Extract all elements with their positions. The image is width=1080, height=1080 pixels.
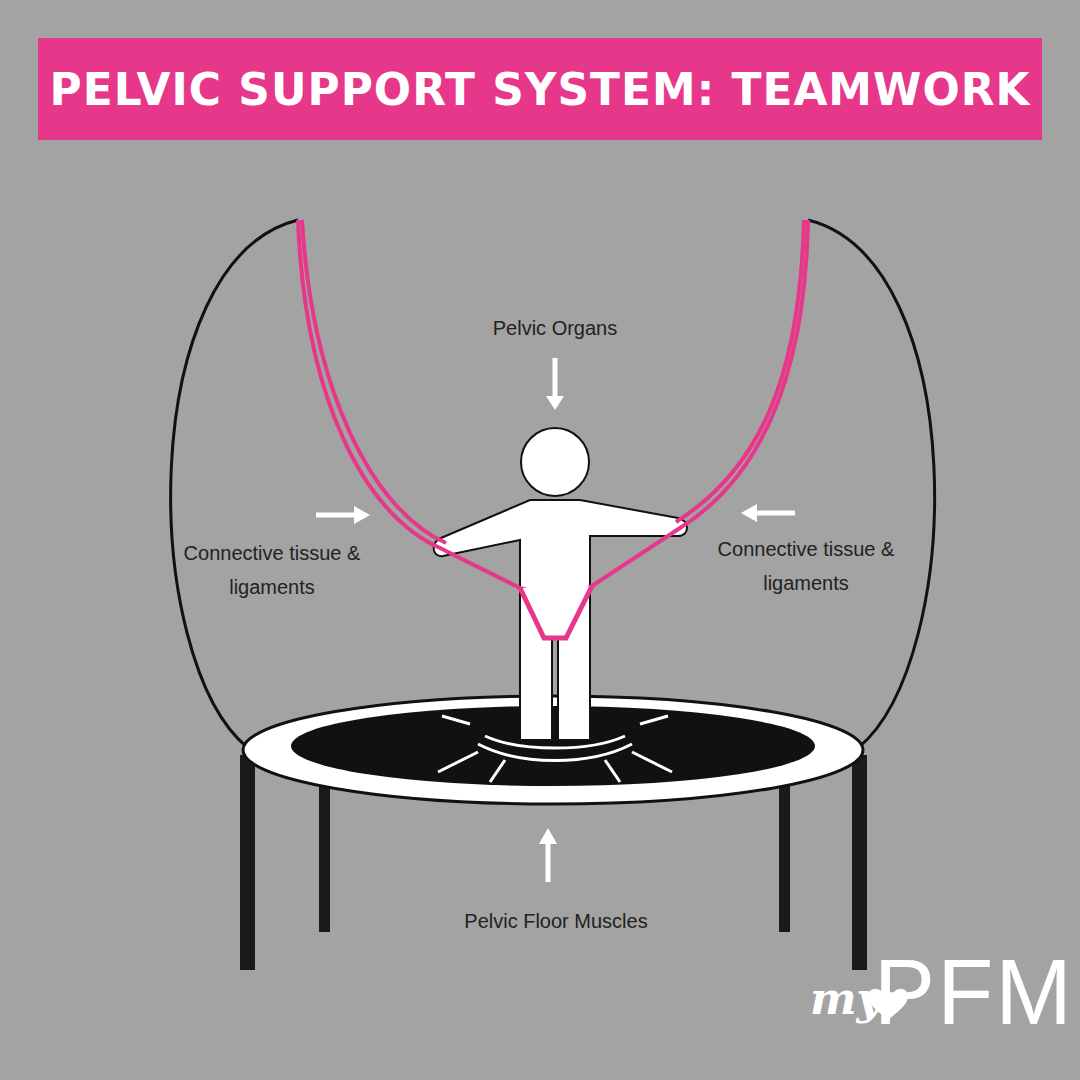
net-frame xyxy=(808,220,935,748)
ligament-label: Connective tissue & ligaments xyxy=(696,532,916,600)
ligament-label: Connective tissue & ligaments xyxy=(162,536,382,604)
ligament-rope xyxy=(298,220,808,638)
bounce-lines xyxy=(438,716,672,782)
title-text: PELVIC SUPPORT SYSTEM: TEAMWORK xyxy=(50,64,1031,115)
stick-figure xyxy=(434,428,687,740)
logo-text: PFM xyxy=(874,940,1074,1045)
logo-text: my xyxy=(810,973,882,1024)
muscle-label: Pelvic Floor Muscles xyxy=(464,904,647,938)
pointer-arrows xyxy=(316,358,795,882)
net-frame xyxy=(171,220,298,748)
organ-label: Pelvic Organs xyxy=(493,311,618,345)
title-band xyxy=(38,38,1042,140)
